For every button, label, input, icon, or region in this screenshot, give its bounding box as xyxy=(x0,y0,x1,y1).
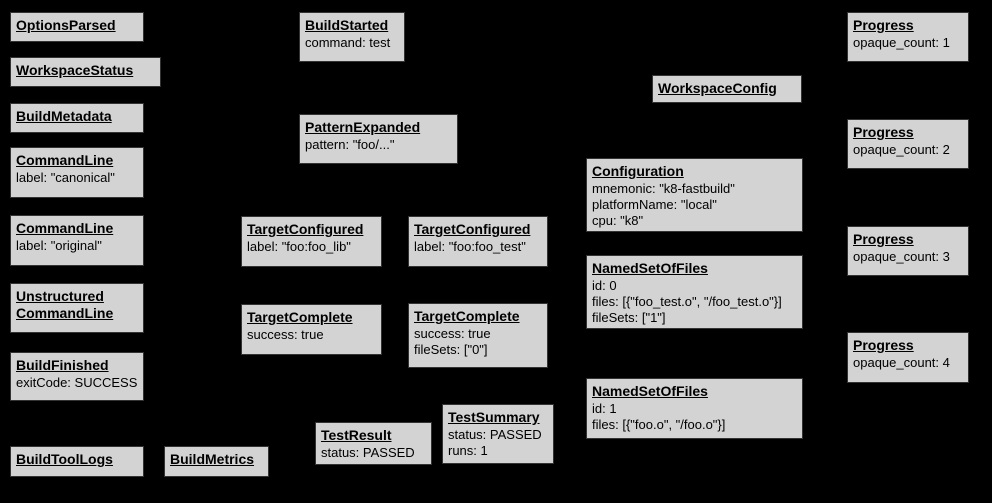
node-attributes: success: true xyxy=(247,327,324,343)
node-title: WorkspaceConfig xyxy=(658,80,777,96)
node-attributes: opaque_count: 4 xyxy=(853,355,950,371)
node-workspace-status: WorkspaceStatus xyxy=(10,57,161,87)
node-options-parsed: OptionsParsed xyxy=(10,12,144,42)
node-title: BuildMetadata xyxy=(16,108,112,124)
node-unstructured-command-line: Unstructured CommandLine xyxy=(10,283,144,333)
node-title: Unstructured CommandLine xyxy=(16,288,114,322)
node-attributes: label: "foo:foo_lib" xyxy=(247,239,351,255)
node-test-result: TestResult status: PASSED xyxy=(315,422,432,465)
node-attributes: opaque_count: 1 xyxy=(853,35,950,51)
node-attributes: exitCode: SUCCESS xyxy=(16,375,138,391)
node-title: TestSummary xyxy=(448,409,540,425)
node-configuration: Configuration mnemonic: "k8-fastbuild" p… xyxy=(586,158,803,232)
node-build-tool-logs: BuildToolLogs xyxy=(10,446,144,477)
node-title: CommandLine xyxy=(16,220,114,236)
node-title: TargetConfigured xyxy=(414,221,531,237)
node-title: PatternExpanded xyxy=(305,119,421,135)
node-title: NamedSetOfFiles xyxy=(592,383,708,399)
node-attributes: opaque_count: 2 xyxy=(853,142,950,158)
node-title: NamedSetOfFiles xyxy=(592,260,708,276)
node-target-configured-foo-test: TargetConfigured label: "foo:foo_test" xyxy=(408,216,548,267)
node-attributes: label: "foo:foo_test" xyxy=(414,239,526,255)
node-progress-3: Progress opaque_count: 3 xyxy=(847,226,969,276)
node-named-set-of-files-0: NamedSetOfFiles id: 0 files: [{"foo_test… xyxy=(586,255,803,329)
node-title: Progress xyxy=(853,17,914,33)
node-title: TargetComplete xyxy=(247,309,353,325)
node-attributes: opaque_count: 3 xyxy=(853,249,950,265)
node-title: CommandLine xyxy=(16,152,114,168)
node-attributes: id: 0 files: [{"foo_test.o", "/foo_test.… xyxy=(592,278,782,326)
node-title: Progress xyxy=(853,337,914,353)
node-title: TestResult xyxy=(321,427,392,443)
node-target-complete-foo-lib: TargetComplete success: true xyxy=(241,304,382,355)
node-build-finished: BuildFinished exitCode: SUCCESS xyxy=(10,352,144,401)
node-title: TargetConfigured xyxy=(247,221,364,237)
node-title: BuildMetrics xyxy=(170,451,255,467)
node-attributes: command: test xyxy=(305,35,391,51)
node-title: BuildFinished xyxy=(16,357,109,373)
node-title: OptionsParsed xyxy=(16,17,116,33)
node-named-set-of-files-1: NamedSetOfFiles id: 1 files: [{"foo.o", … xyxy=(586,378,803,439)
node-build-metadata: BuildMetadata xyxy=(10,103,144,133)
node-progress-4: Progress opaque_count: 4 xyxy=(847,332,969,383)
node-title: TargetComplete xyxy=(414,308,520,324)
node-test-summary: TestSummary status: PASSED runs: 1 xyxy=(442,404,554,464)
node-attributes: status: PASSED xyxy=(321,445,415,461)
node-title: Configuration xyxy=(592,163,684,179)
node-attributes: label: "canonical" xyxy=(16,170,115,186)
node-command-line-original: CommandLine label: "original" xyxy=(10,215,144,266)
node-title: WorkspaceStatus xyxy=(16,62,134,78)
node-progress-2: Progress opaque_count: 2 xyxy=(847,119,969,169)
node-title: BuildStarted xyxy=(305,17,389,33)
node-target-configured-foo-lib: TargetConfigured label: "foo:foo_lib" xyxy=(241,216,382,267)
node-title: BuildToolLogs xyxy=(16,451,113,467)
node-build-started: BuildStarted command: test xyxy=(299,12,405,62)
node-progress-1: Progress opaque_count: 1 xyxy=(847,12,969,62)
node-attributes: status: PASSED runs: 1 xyxy=(448,427,542,459)
node-workspace-config: WorkspaceConfig xyxy=(652,75,802,103)
node-attributes: label: "original" xyxy=(16,238,102,254)
node-attributes: id: 1 files: [{"foo.o", "/foo.o"}] xyxy=(592,401,726,433)
node-target-complete-foo-test: TargetComplete success: true fileSets: [… xyxy=(408,303,548,368)
node-attributes: success: true fileSets: ["0"] xyxy=(414,326,491,358)
node-attributes: mnemonic: "k8-fastbuild" platformName: "… xyxy=(592,181,735,229)
node-attributes: pattern: "foo/..." xyxy=(305,137,395,153)
node-pattern-expanded: PatternExpanded pattern: "foo/..." xyxy=(299,114,458,164)
node-title: Progress xyxy=(853,231,914,247)
node-build-metrics: BuildMetrics xyxy=(164,446,269,477)
node-command-line-canonical: CommandLine label: "canonical" xyxy=(10,147,144,198)
node-title: Progress xyxy=(853,124,914,140)
